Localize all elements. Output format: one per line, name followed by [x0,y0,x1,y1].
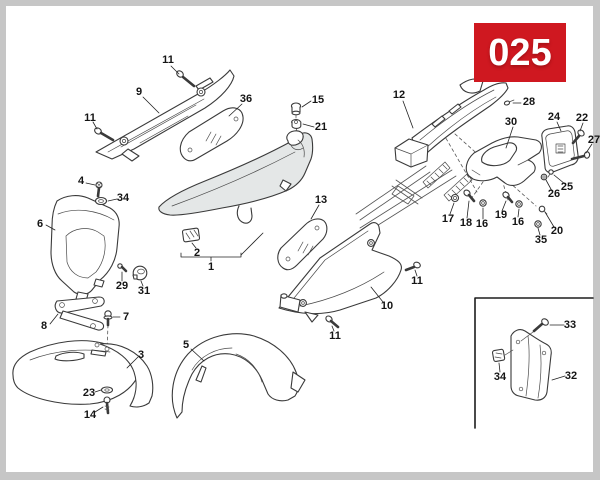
leader-lines [45,65,593,413]
part-10-side-panel [278,222,421,329]
part-36-panel [179,107,244,162]
part-30-tail-bracket [465,136,542,186]
fasteners-right [503,99,591,228]
part-8-bracket [54,296,105,331]
part-3-front-fender [12,340,154,408]
part-24-plate-holder [541,125,579,174]
part-1-brace [180,232,264,262]
part-7-bolt [103,310,113,327]
part-31-grommet [132,265,148,281]
part-2-clip [181,227,201,243]
part-23-washer-14-bolt [100,386,114,415]
page-code: 025 [488,31,552,74]
inset-box [474,297,594,429]
part-5-front-fender [171,333,306,419]
page-code-badge: 025 [474,23,566,82]
part-12-rear-fender [394,78,509,168]
part-9-side-panel [94,69,235,162]
part-29-screw [117,263,128,273]
part-15-bolt-21-nut [290,102,302,129]
part-13-panel [277,218,328,271]
part-1-seat [158,130,314,224]
fastener-row [450,189,523,208]
threaded-rods [422,161,473,202]
part-6-headlight-mask [50,181,120,302]
